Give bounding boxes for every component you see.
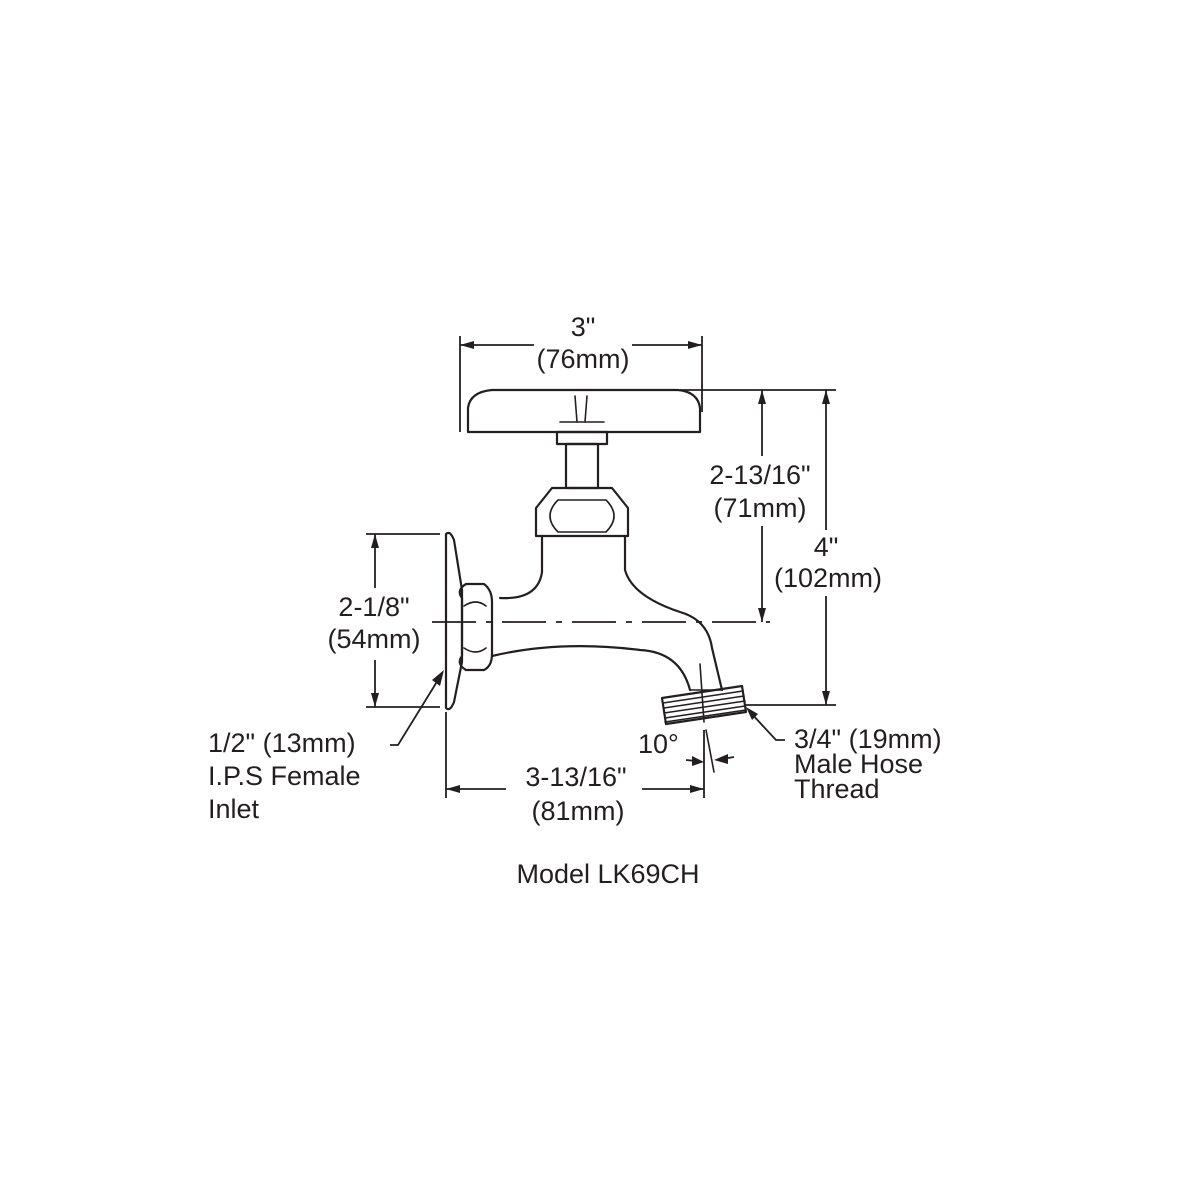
t-handle (466, 388, 702, 434)
dimension-lines (366, 336, 836, 798)
inlet-height-inch: 2-1/8" (338, 592, 409, 622)
wall-flange (444, 531, 464, 711)
overall-height-mm: (102mm) (774, 563, 882, 593)
angle-label: 10° (638, 729, 679, 759)
handle-width-mm: (76mm) (537, 344, 630, 374)
inlet-hex (458, 582, 494, 672)
faucet-drawing (432, 388, 770, 773)
model-caption: Model LK69CH (516, 859, 699, 889)
hose-callout-line-2: Male Hose (794, 749, 923, 779)
stem (555, 430, 609, 446)
projection-mm: (81mm) (532, 796, 625, 826)
inlet-callout-line-2: I.P.S Female (208, 761, 361, 791)
handle-width-inch: 3" (571, 312, 596, 342)
inlet-height-mm: (54mm) (328, 624, 421, 654)
hose-thread (660, 684, 748, 726)
bonnet-nut (534, 486, 630, 538)
handle-to-spout-mm: (71mm) (714, 493, 807, 523)
projection-inch: 3-13/16" (525, 762, 626, 792)
hose-callout-line-1: 3/4" (19mm) (794, 724, 942, 754)
inlet-callout-line-3: Inlet (208, 794, 260, 824)
inlet-callout-line-1: 1/2" (13mm) (208, 728, 356, 758)
hose-callout-line-3: Thread (794, 774, 880, 804)
labels: 3" (76mm) 2-13/16" (71mm) 4" (102mm) 2-1… (208, 312, 942, 889)
overall-height-inch: 4" (814, 532, 839, 562)
handle-to-spout-inch: 2-13/16" (709, 460, 810, 490)
